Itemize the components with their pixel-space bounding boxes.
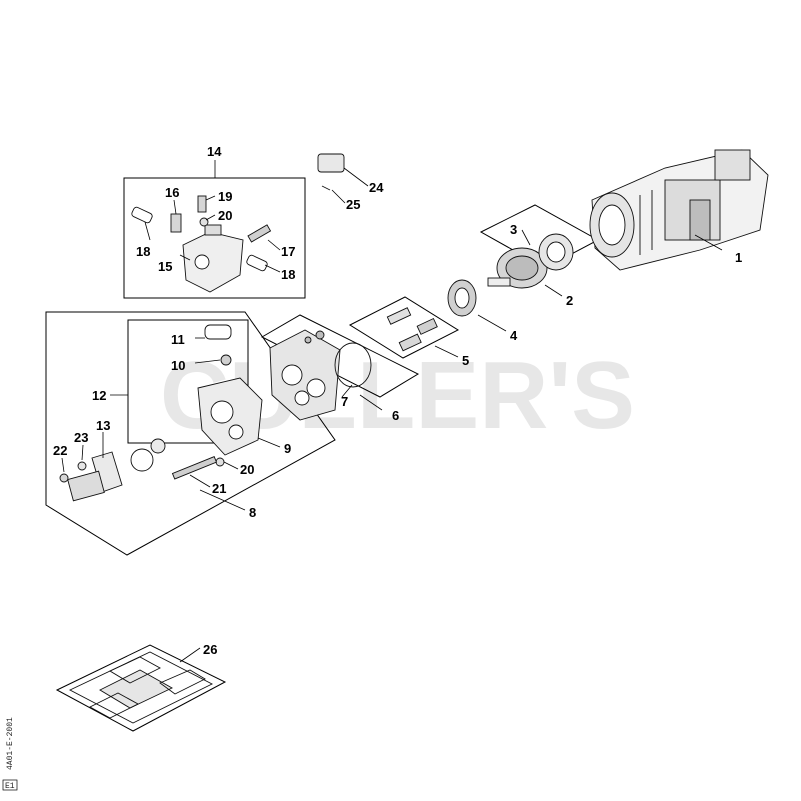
rod-part-21 — [171, 456, 218, 480]
kit-box-6 — [260, 314, 420, 398]
callout-20b: 20 — [240, 462, 254, 477]
pin-part-25 — [321, 185, 331, 191]
o-ring-part-7 — [334, 342, 372, 388]
washer-part-20b — [215, 457, 225, 467]
kit-box-26 — [55, 644, 227, 732]
callout-22: 22 — [53, 443, 67, 458]
washer-part-12b — [150, 438, 166, 454]
valve-head-part-15 — [182, 224, 244, 293]
corner-tag-box — [2, 779, 18, 791]
screw-part-16 — [170, 213, 182, 233]
kit-box-5 — [348, 296, 460, 359]
bolt-part-22 — [59, 473, 69, 483]
callout-26: 26 — [203, 642, 217, 657]
bearing-part-3 — [538, 233, 574, 271]
callout-13: 13 — [96, 418, 110, 433]
callout-7: 7 — [341, 394, 348, 409]
nut-part-10 — [220, 354, 232, 366]
callout-18b: 18 — [281, 267, 295, 282]
callout-1: 1 — [735, 250, 742, 265]
callout-12: 12 — [92, 388, 106, 403]
valve-body-part-9 — [197, 377, 263, 456]
callout-6: 6 — [392, 408, 399, 423]
callout-16: 16 — [165, 185, 179, 200]
callout-23: 23 — [74, 430, 88, 445]
callout-4: 4 — [510, 328, 518, 343]
washer-part-23 — [77, 461, 87, 471]
seal-kit-part-11 — [204, 324, 232, 340]
gasket-part-18b — [246, 254, 268, 272]
manifold-part-6 — [269, 329, 341, 421]
gasket-part-18a — [131, 206, 153, 224]
callout-10: 10 — [171, 358, 185, 373]
drawing-code: 4A01-E-2001 — [6, 717, 15, 770]
callout-2: 2 — [566, 293, 573, 308]
callout-19: 19 — [218, 189, 232, 204]
callout-5: 5 — [462, 353, 469, 368]
seal-part-4 — [447, 279, 477, 317]
pump-housing-part-1 — [589, 149, 769, 271]
decal-sheet-part-26 — [68, 651, 213, 724]
callout-9: 9 — [284, 441, 291, 456]
callout-15: 15 — [158, 259, 172, 274]
fittings-part-5 — [386, 307, 438, 352]
screw-part-19 — [197, 195, 207, 213]
leader-lines — [61, 160, 723, 663]
kit-box-14 — [123, 177, 306, 299]
callout-24: 24 — [369, 180, 384, 195]
inlet-flange-part-13 — [67, 451, 123, 502]
kit-box-8 — [45, 311, 336, 556]
callout-17: 17 — [281, 244, 295, 259]
callout-8: 8 — [249, 505, 256, 520]
callout-14: 14 — [207, 144, 222, 159]
callout-3: 3 — [510, 222, 517, 237]
callout-11: 11 — [171, 332, 185, 347]
callout-numbers: 1 2 3 4 5 6 7 8 9 10 11 12 13 14 15 16 1… — [53, 144, 742, 657]
cap-part-24 — [317, 153, 345, 173]
callout-18a: 18 — [136, 244, 150, 259]
corner-tag: E1 — [5, 782, 15, 791]
callout-20a: 20 — [218, 208, 232, 223]
callout-25: 25 — [346, 197, 360, 212]
gear-shaft-part-2 — [487, 247, 548, 289]
callout-21: 21 — [212, 481, 226, 496]
screw-part-17 — [247, 224, 272, 243]
gasket-part-12a — [130, 448, 154, 472]
